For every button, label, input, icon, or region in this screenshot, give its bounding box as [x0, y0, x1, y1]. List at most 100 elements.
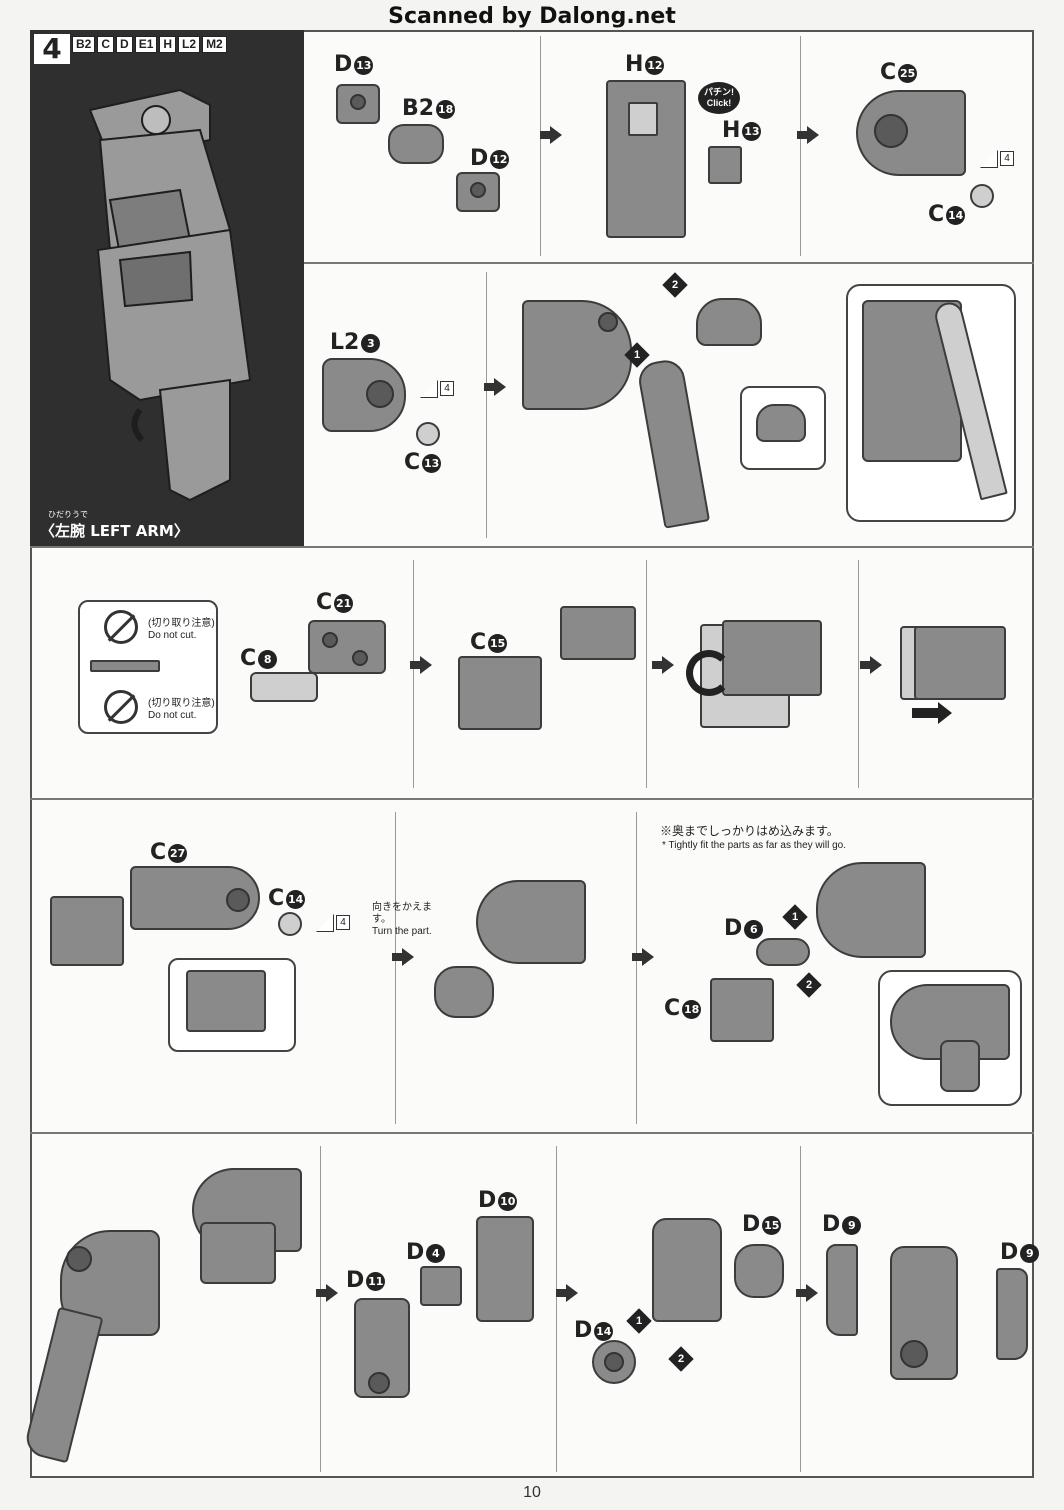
title-jp: 〈左腕	[40, 522, 86, 540]
col-divider	[395, 812, 396, 1124]
part-c13	[416, 422, 440, 446]
part-assembly-block	[914, 626, 1006, 700]
part-c21	[308, 620, 386, 674]
click-bubble: パチン!Click!	[698, 82, 740, 114]
no-cut-icon	[104, 610, 138, 644]
nipper-icon: 4	[980, 150, 1014, 168]
part-socket	[226, 888, 250, 912]
next-step-arrow	[556, 1284, 578, 1302]
next-step-arrow	[484, 378, 506, 396]
next-step-arrow	[797, 126, 819, 144]
nipper-icon: 4	[420, 380, 454, 398]
col-divider	[556, 1146, 557, 1472]
part-c14	[278, 912, 302, 936]
completed-arm-illustration	[88, 88, 252, 502]
part-h13	[708, 146, 742, 184]
runner-tag: H	[159, 36, 177, 53]
row-divider	[304, 262, 1034, 264]
next-step-arrow	[410, 656, 432, 674]
fit-note-jp: ※奥までしっかりはめ込みます。	[660, 824, 839, 838]
runner-tag: D	[116, 36, 133, 53]
next-step-arrow	[392, 948, 414, 966]
title-ruby: ひだりうで	[48, 510, 88, 519]
part-c25	[856, 90, 966, 176]
fit-note-en: * Tightly fit the parts as far as they w…	[662, 840, 846, 851]
col-divider	[486, 272, 487, 538]
part-assembly	[476, 880, 586, 964]
part-c8	[250, 672, 318, 702]
slide-arrow-icon	[912, 702, 952, 724]
part-d6	[756, 938, 810, 966]
part-c14	[970, 184, 994, 208]
runner-tag: E1	[134, 36, 158, 53]
sequence-marker: 2	[796, 972, 822, 998]
part-shield-cap	[696, 298, 762, 346]
part-d15	[734, 1244, 784, 1298]
no-cut-note: (切り取り注意)Do not cut.	[148, 698, 215, 721]
part-b2-18	[388, 124, 444, 164]
title-en: LEFT ARM〉	[90, 522, 189, 540]
rotate-arrow-icon	[686, 650, 732, 696]
col-divider	[858, 560, 859, 788]
section-title: 〈左腕 LEFT ARM〉	[40, 520, 189, 541]
col-divider	[636, 812, 637, 1124]
nipper-icon: 4	[316, 914, 350, 932]
sequence-marker: 1	[626, 1308, 652, 1334]
sequence-marker: 1	[624, 342, 650, 368]
part-socket	[322, 632, 338, 648]
part-joint	[434, 966, 494, 1018]
part-socket	[366, 380, 394, 408]
part-d9-right	[996, 1268, 1028, 1360]
part-elbow	[50, 896, 124, 966]
part-c18	[710, 978, 774, 1042]
next-step-arrow	[796, 1284, 818, 1302]
no-cut-icon	[104, 690, 138, 724]
runner-tag: L2	[178, 36, 201, 53]
row-divider	[30, 546, 1034, 548]
part-socket	[604, 1352, 624, 1372]
part-joint-block	[652, 1218, 722, 1322]
page-number: 10	[523, 1484, 541, 1501]
part-socket	[470, 182, 486, 198]
step-number: 4	[34, 34, 70, 64]
part-d10	[476, 1216, 534, 1322]
part-socket	[352, 650, 368, 666]
part-detail	[756, 404, 806, 442]
runner-gate	[90, 660, 160, 672]
part-detail	[186, 970, 266, 1032]
next-step-arrow	[652, 656, 674, 674]
sequence-marker: 2	[668, 1346, 694, 1372]
runner-tag: B2	[72, 36, 96, 53]
part-d9-left	[826, 1244, 858, 1336]
row-divider	[30, 1132, 1034, 1134]
part-assembled-joint	[940, 1040, 980, 1092]
no-cut-note: (切り取り注意)Do not cut.	[148, 618, 215, 641]
sequence-marker: 2	[662, 272, 688, 298]
part-assembly-lower	[200, 1222, 276, 1284]
row-divider	[30, 798, 1034, 800]
col-divider	[800, 36, 801, 256]
next-step-arrow	[860, 656, 882, 674]
col-divider	[320, 1146, 321, 1472]
col-divider	[800, 1146, 801, 1472]
col-divider	[413, 560, 414, 788]
part-socket	[598, 312, 618, 332]
